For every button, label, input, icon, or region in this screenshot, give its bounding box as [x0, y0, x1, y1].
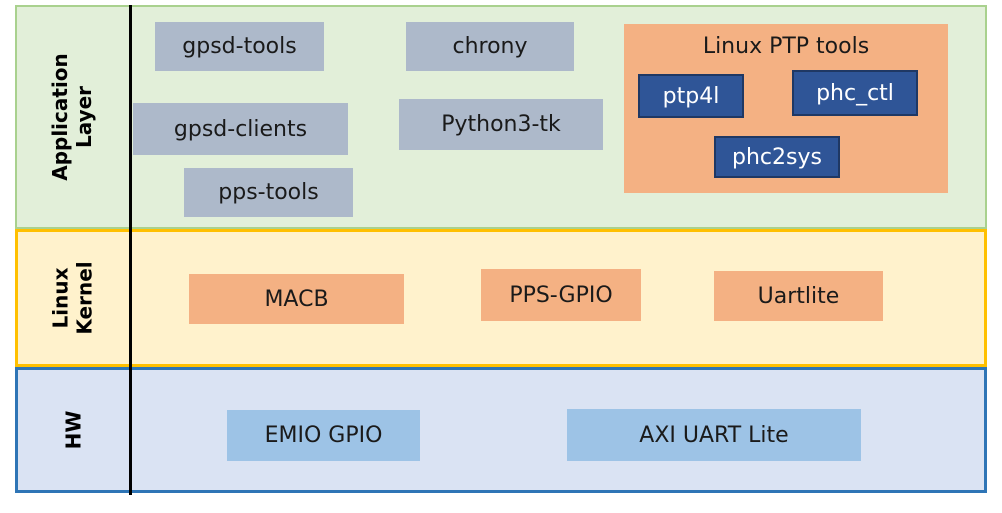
python3-tk-box: Python3-tk [399, 99, 603, 150]
pps-gpio-box: PPS-GPIO [481, 269, 641, 321]
application-label-line1: Application [48, 53, 73, 181]
application-layer-label: Application Layer [17, 7, 127, 227]
pps-tools-box: pps-tools [184, 168, 353, 217]
axi-uart-lite-box: AXI UART Lite [567, 409, 861, 461]
linux-kernel-layer-label: Linux Kernel [18, 232, 128, 364]
hw-layer-label: HW [18, 370, 128, 490]
macb-box: MACB [189, 274, 404, 324]
application-label-line2: Layer [72, 85, 97, 149]
hw-label: HW [61, 410, 85, 450]
linux-ptp-tools-title: Linux PTP tools [702, 34, 870, 59]
emio-gpio-box: EMIO GPIO [227, 410, 420, 461]
ptp4l-box: ptp4l [638, 74, 744, 118]
phc-ctl-box: phc_ctl [792, 70, 918, 116]
phc2sys-box: phc2sys [714, 136, 840, 178]
kernel-label-line2: Kernel [72, 261, 97, 335]
label-divider [129, 5, 132, 495]
gpsd-tools-box: gpsd-tools [155, 22, 324, 71]
kernel-label-line1: Linux [48, 267, 73, 329]
uartlite-box: Uartlite [714, 271, 883, 321]
gpsd-clients-box: gpsd-clients [133, 103, 348, 155]
chrony-box: chrony [406, 22, 574, 71]
